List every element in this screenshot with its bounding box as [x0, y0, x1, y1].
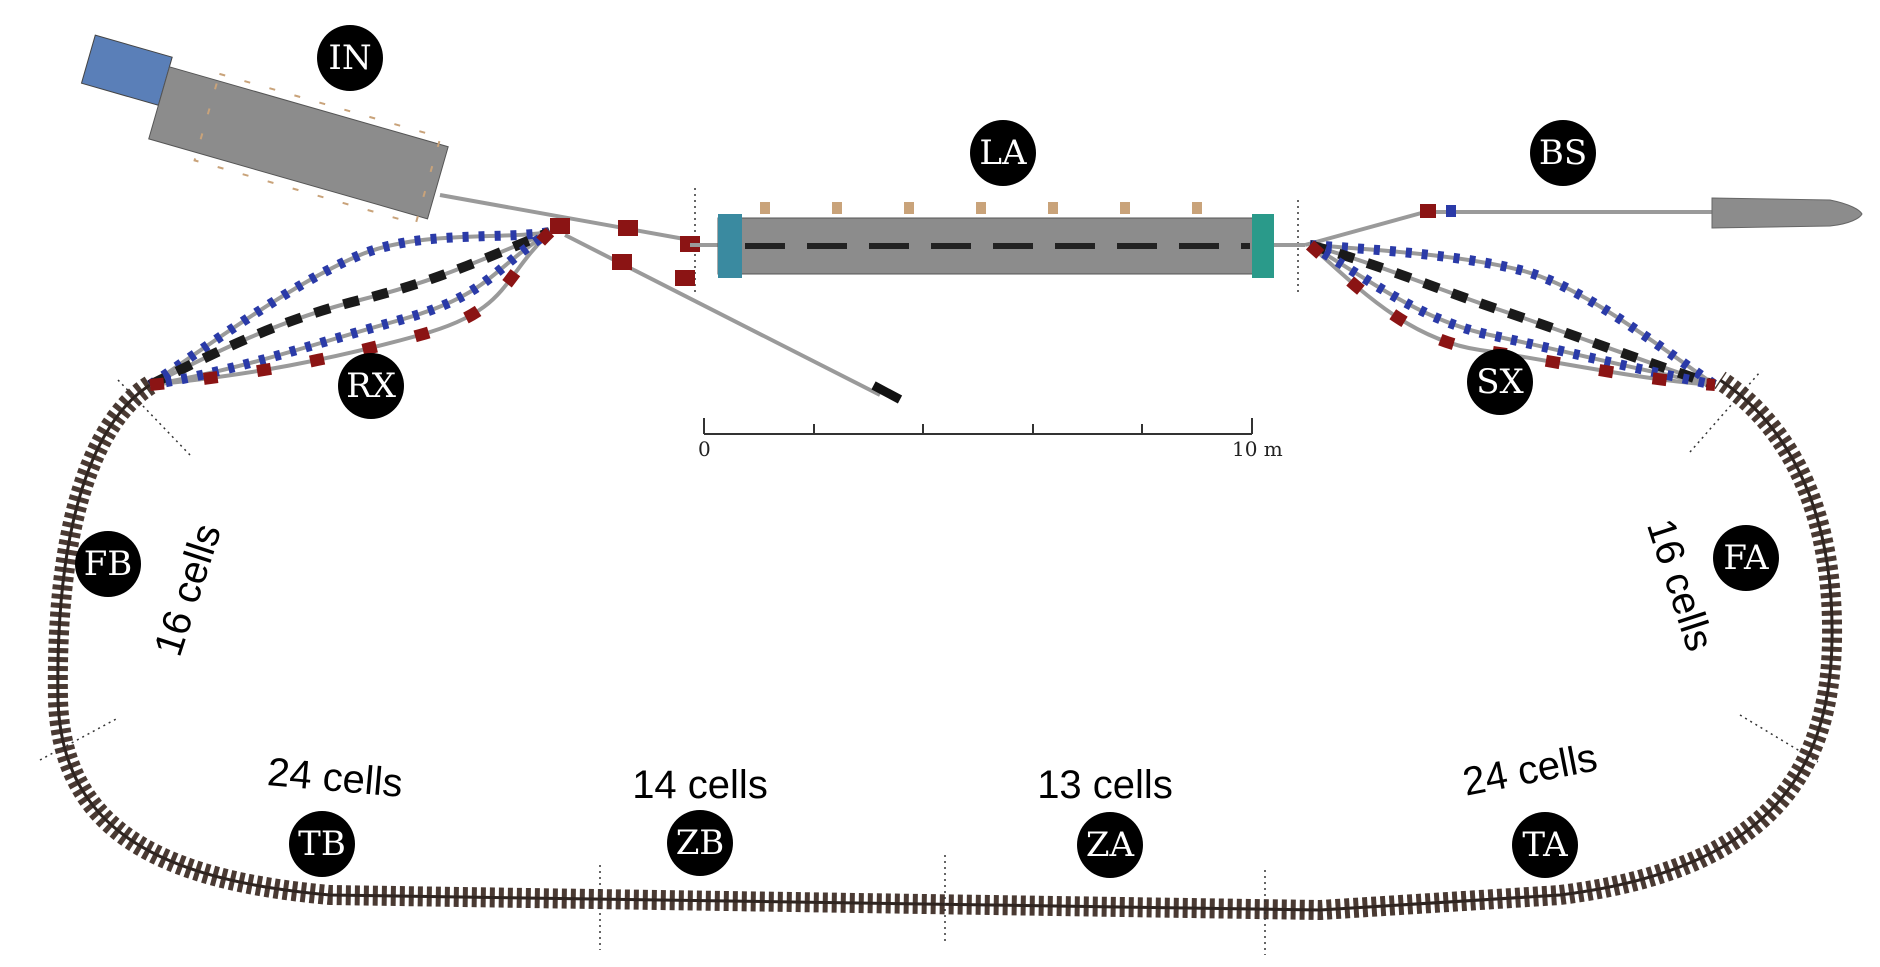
- badge-za-label: ZA: [1086, 825, 1135, 865]
- section-badges: IN LA BS RX SX FB FA TB: [75, 25, 1779, 878]
- cell-count-labels: 16 cells 16 cells 24 cells 14 cells 13 c…: [146, 514, 1722, 807]
- beam-stop: [1304, 197, 1863, 247]
- badge-rx-label: RX: [346, 366, 397, 406]
- ffa-return-ring: [47, 371, 1843, 921]
- ta-cells-label: 24 cells: [1459, 735, 1601, 804]
- rx-line: [149, 227, 555, 391]
- badge-la: LA: [970, 120, 1036, 186]
- bs-dump-vessel: [1711, 197, 1863, 229]
- rx-line: [149, 230, 552, 387]
- scale-bar-start-label: 0: [698, 437, 711, 461]
- badge-fa-label: FA: [1723, 538, 1769, 578]
- linac-end-left: [718, 214, 742, 278]
- linac-end-right: [1252, 214, 1274, 278]
- badge-tb: TB: [289, 811, 355, 877]
- badge-ta: TA: [1512, 812, 1578, 878]
- injector: [80, 34, 449, 226]
- merger-magnets: [550, 218, 700, 286]
- badge-zb-label: ZB: [676, 823, 725, 863]
- badge-sx-label: SX: [1476, 362, 1524, 402]
- section-separators: [39, 188, 1819, 955]
- merger-dipole: [618, 220, 638, 236]
- injector-gun: [80, 34, 173, 106]
- badge-fa: FA: [1713, 525, 1779, 591]
- merger-dipole: [612, 254, 632, 270]
- badge-fb: FB: [75, 531, 141, 597]
- badge-zb: ZB: [667, 810, 733, 876]
- recombiner-rx: [147, 227, 555, 391]
- fa-cells-label: 16 cells: [1638, 514, 1722, 657]
- badge-in-label: IN: [328, 38, 371, 78]
- badge-in: IN: [317, 25, 383, 91]
- scale-bar-end-label: 10 m: [1232, 437, 1283, 461]
- merger-dipole: [550, 218, 570, 234]
- ring-inner-line: [56, 378, 1834, 912]
- badge-bs: BS: [1530, 120, 1596, 186]
- merger-dipole: [675, 270, 695, 286]
- bs-quad: [1446, 205, 1456, 217]
- badge-sx: SX: [1467, 349, 1533, 415]
- sx-line: [1309, 240, 1718, 390]
- sx-line: [1308, 240, 1717, 390]
- scale-bar: 0 10 m: [698, 418, 1283, 461]
- badge-ta-label: TA: [1522, 825, 1568, 865]
- bs-dipole: [1420, 204, 1436, 218]
- splitter-sx: [1305, 240, 1718, 391]
- beam-dump: [871, 381, 903, 404]
- za-cells-label: 13 cells: [1037, 763, 1173, 807]
- badge-rx: RX: [338, 353, 404, 419]
- badge-za: ZA: [1077, 812, 1143, 878]
- sx-line: [1305, 240, 1716, 391]
- rx-line: [147, 227, 552, 390]
- zb-cells-label: 14 cells: [632, 763, 768, 807]
- rx-line: [147, 227, 551, 390]
- fb-cells-label: 16 cells: [146, 519, 230, 662]
- bs-beamline: [1304, 210, 1426, 247]
- sx-line: [1307, 240, 1716, 390]
- badge-la-label: LA: [979, 133, 1027, 173]
- separator-fb-tb: [39, 717, 119, 761]
- badge-bs-label: BS: [1539, 133, 1587, 173]
- badge-fb-label: FB: [84, 544, 133, 584]
- linac: [690, 202, 1305, 278]
- injector-beamline: [439, 193, 691, 242]
- badge-tb-label: TB: [298, 824, 346, 864]
- injector-booster: [148, 66, 449, 220]
- tb-cells-label: 24 cells: [266, 750, 405, 806]
